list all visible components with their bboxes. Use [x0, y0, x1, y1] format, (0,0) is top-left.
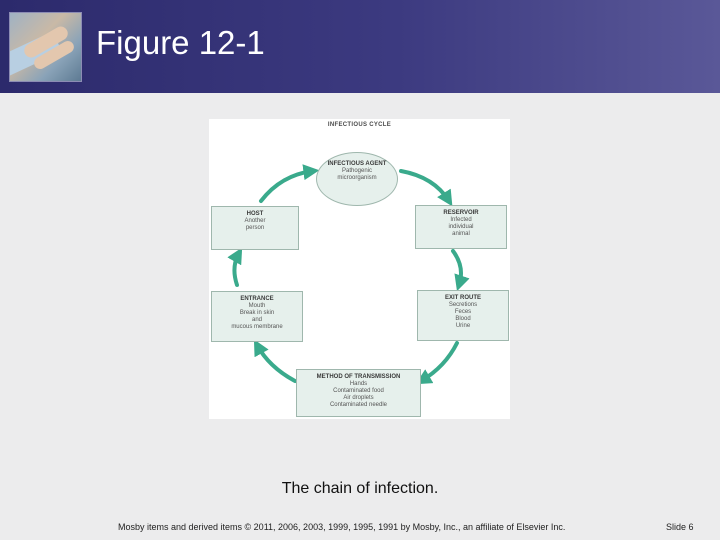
arrow-transmission-to-entrance: [253, 339, 297, 383]
node-line: mucous membrane: [231, 324, 283, 330]
header-photo: [9, 12, 82, 82]
node-heading: ENTRANCE: [240, 296, 274, 302]
node-line: Urine: [455, 323, 471, 329]
node-line: Contaminated food: [333, 388, 384, 394]
figure-caption: The chain of infection.: [281, 480, 439, 497]
node-heading: EXIT ROUTE: [444, 295, 481, 301]
node-entrance: ENTRANCE Mouth Break in skin and mucous …: [211, 291, 303, 342]
node-line: individual: [448, 224, 474, 230]
node-line: Blood: [455, 316, 471, 322]
node-line: Infected: [450, 217, 472, 223]
node-host: HOST Another person: [211, 206, 299, 250]
arrow-agent-to-reservoir: [399, 169, 453, 207]
node-line: Mouth: [248, 303, 266, 309]
node-heading: METHOD OF TRANSMISSION: [316, 374, 401, 380]
node-infectious-agent: INFECTIOUS AGENT Pathogenic microorganis…: [316, 152, 398, 206]
header-bar: Figure 12-1: [0, 0, 720, 93]
node-line: animal: [452, 231, 470, 237]
node-exit-route: EXIT ROUTE Secretions Feces Blood Urine: [417, 290, 509, 341]
node-line: Air droplets: [343, 395, 374, 401]
node-line: Another: [244, 218, 266, 224]
node-method-of-transmission: METHOD OF TRANSMISSION Hands Contaminate…: [296, 369, 421, 417]
slide-number: Slide 6: [666, 522, 694, 532]
infection-cycle-figure: INFECTIOUS CYCLE INFECTIOUS AGENT Pathog…: [209, 119, 510, 419]
node-line: and: [251, 317, 262, 323]
node-heading: INFECTIOUS AGENT: [327, 161, 387, 167]
node-line: Pathogenic: [341, 168, 373, 174]
arrow-host-to-agent: [259, 164, 320, 203]
node-line: Contaminated needle: [329, 402, 388, 408]
node-line: Feces: [454, 309, 472, 315]
slide-title: Figure 12-1: [96, 24, 265, 61]
arrow-entrance-to-host: [227, 247, 243, 287]
node-line: Hands: [349, 381, 368, 387]
node-line: person: [245, 225, 265, 231]
arrow-exit-to-transmission: [415, 341, 459, 385]
arrow-reservoir-to-exit: [451, 249, 470, 292]
node-heading: HOST: [246, 211, 264, 217]
diagram-title: INFECTIOUS CYCLE: [327, 122, 392, 128]
cycle-arrows: [227, 164, 470, 385]
node-line: Break in skin: [239, 310, 275, 316]
node-line: microorganism: [337, 175, 377, 181]
copyright-footer: Mosby items and derived items © 2011, 20…: [118, 522, 566, 532]
node-reservoir: RESERVOIR Infected individual animal: [415, 205, 507, 249]
node-line: Secretions: [448, 302, 478, 308]
node-heading: RESERVOIR: [443, 210, 479, 216]
